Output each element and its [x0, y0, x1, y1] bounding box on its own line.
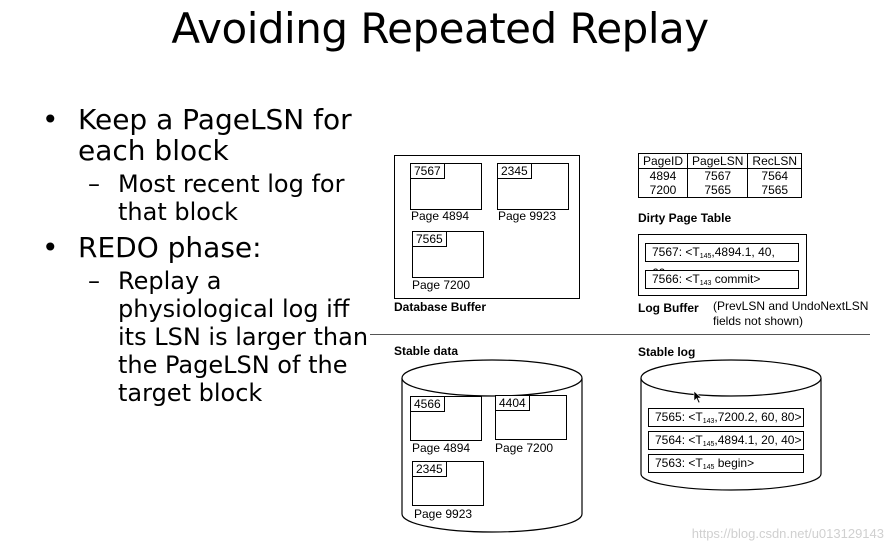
record-sub: 143	[699, 280, 712, 287]
page-lsn-tag: 7565	[413, 232, 447, 247]
stable-log-record: 7564: <T145,4894.1, 20, 40>	[648, 431, 804, 450]
mouse-cursor-icon	[693, 390, 703, 404]
page-lsn-tag: 4404	[496, 396, 530, 411]
page-name: Page 7200	[495, 441, 554, 455]
record-text: commit>	[711, 272, 761, 286]
buffer-page-9923: 2345	[497, 163, 569, 210]
slide-title: Avoiding Repeated Replay	[171, 4, 709, 53]
page-name: Page 4894	[412, 441, 471, 455]
stable-data-label: Stable data	[394, 344, 459, 358]
record-text: 7564: <T	[655, 433, 703, 447]
table-header: PageLSN	[687, 153, 749, 169]
record-text: begin>	[714, 456, 755, 470]
stable-page-7200: 4404	[495, 395, 567, 440]
page-name: Page 4894	[411, 209, 470, 223]
stable-page-9923: 2345	[412, 461, 484, 506]
sub-bullet-recent-log: Most recent log for that block	[40, 170, 375, 226]
page-lsn-tag: 2345	[498, 164, 532, 179]
page-lsn-tag: 2345	[413, 462, 447, 477]
record-text: ,4894.1, 20, 40>	[714, 433, 802, 447]
table-cell: 7567	[687, 168, 749, 183]
record-sub: 145	[702, 464, 715, 471]
buffer-page-7200: 7565	[412, 231, 484, 278]
bullet-pagelsn: Keep a PageLSN for each block	[40, 104, 375, 166]
database-buffer-label: Database Buffer	[394, 300, 487, 314]
stable-log-record: 7563: <T145 begin>	[648, 454, 804, 473]
table-header: RecLSN	[747, 153, 803, 169]
record-text: 7563: <T	[655, 456, 703, 470]
log-buffer-label: Log Buffer	[638, 301, 699, 315]
stable-log-record: 7565: <T143,7200.2, 60, 80>	[648, 408, 804, 427]
page-lsn-tag: 4566	[411, 397, 445, 412]
memory-disk-divider	[370, 334, 870, 335]
table-header: PageID	[637, 153, 689, 169]
table-cell: 7565	[747, 183, 803, 198]
record-text: 7565: <T	[655, 410, 703, 424]
record-sub: 145	[702, 441, 715, 448]
table-cell: 7564	[747, 168, 803, 183]
record-text: ,7200.2, 60, 80>	[714, 410, 802, 424]
dirty-page-table-label: Dirty Page Table	[638, 211, 732, 225]
dirty-page-table: PageID PageLSN RecLSN 4894 7567 7564 720…	[637, 153, 803, 198]
stable-log-label: Stable log	[638, 345, 696, 359]
page-name: Page 7200	[412, 278, 471, 292]
bullet-list: Keep a PageLSN for each block Most recen…	[40, 104, 375, 413]
page-lsn-tag: 7567	[411, 164, 445, 179]
log-buffer-record: 7567: <T145,4894.1, 40, 60>	[645, 243, 799, 280]
record-sub: 143	[702, 418, 715, 425]
log-buffer-record: 7566: <T143 commit>	[645, 270, 799, 289]
table-cell: 7200	[637, 183, 689, 198]
record-sub: 145	[699, 253, 712, 260]
page-name: Page 9923	[498, 209, 557, 223]
table-cell: 7565	[687, 183, 749, 198]
stable-page-4894: 4566	[410, 396, 482, 441]
table-cell: 4894	[637, 168, 689, 183]
record-text: 7567: <T	[652, 245, 700, 259]
page-name: Page 9923	[414, 507, 473, 521]
watermark: https://blog.csdn.net/u013129143	[691, 526, 884, 541]
log-buffer-note: (PrevLSN and UndoNextLSN fields not show…	[713, 299, 869, 328]
buffer-page-4894: 7567	[410, 163, 482, 210]
table-row: 7200 7565 7565	[637, 183, 803, 198]
table-row: 4894 7567 7564	[637, 168, 803, 183]
bullet-redo-phase: REDO phase:	[40, 232, 375, 263]
sub-bullet-replay-rule: Replay a physiological log iff its LSN i…	[40, 267, 375, 407]
record-text: 7566: <T	[652, 272, 700, 286]
